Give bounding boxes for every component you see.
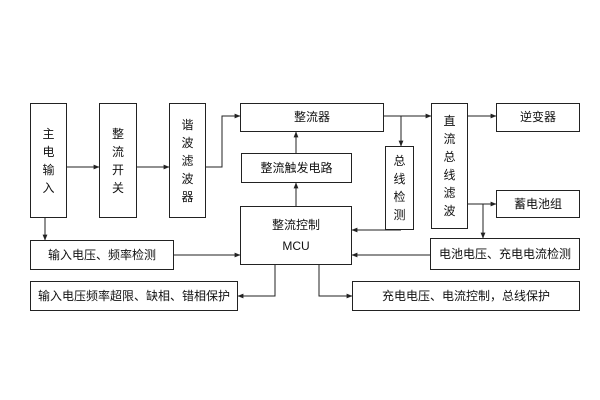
main-input-label: 主电输入 — [42, 126, 55, 195]
rectifier-switch-label: 整流开关 — [111, 126, 124, 195]
arrow-mcu-to-protection — [237, 265, 276, 299]
inverter-label: 逆变器 — [519, 110, 556, 125]
arrow-mcu-to-charge — [318, 265, 353, 299]
dc-bus-filter-block: 直流总线滤波 — [431, 103, 468, 229]
mcu-title: 整流控制 — [271, 218, 320, 233]
arrow-filter-to-rectifier — [206, 113, 241, 168]
bus-detect-label: 总线检测 — [393, 154, 406, 222]
inverter-block: 逆变器 — [496, 103, 580, 132]
battery-detect-block: 电池电压、充电电流检测 — [430, 238, 580, 270]
protection-label: 输入电压频率超限、缺相、错相保护 — [37, 288, 230, 303]
charge-control-label: 充电电压、电流控制，总线保护 — [381, 288, 550, 303]
charge-control-block: 充电电压、电流控制，总线保护 — [352, 281, 580, 311]
trigger-circuit-label: 整流触发电路 — [260, 160, 333, 175]
battery-pack-label: 蓄电池组 — [513, 196, 562, 211]
harmonic-filter-label: 谐波滤波器 — [181, 117, 194, 204]
main-input-block: 主电输入 — [30, 103, 67, 218]
input-detect-label: 输入电压、频率检测 — [47, 247, 156, 262]
protection-block: 输入电压频率超限、缺相、错相保护 — [30, 281, 238, 311]
mcu-subtitle: MCU — [282, 238, 310, 253]
harmonic-filter-block: 谐波滤波器 — [169, 103, 206, 218]
mcu-block: 整流控制 MCU — [240, 206, 352, 265]
battery-detect-label: 电池电压、充电电流检测 — [438, 246, 571, 261]
rectifier-switch-block: 整流开关 — [99, 103, 137, 218]
dc-bus-filter-label: 直流总线滤波 — [443, 114, 456, 218]
rectifier-block: 整流器 — [240, 103, 384, 132]
trigger-circuit-block: 整流触发电路 — [241, 153, 352, 183]
bus-detect-block: 总线检测 — [385, 146, 414, 230]
input-detect-block: 输入电压、频率检测 — [30, 240, 174, 270]
battery-pack-block: 蓄电池组 — [496, 190, 580, 218]
rectifier-label: 整流器 — [293, 110, 330, 125]
